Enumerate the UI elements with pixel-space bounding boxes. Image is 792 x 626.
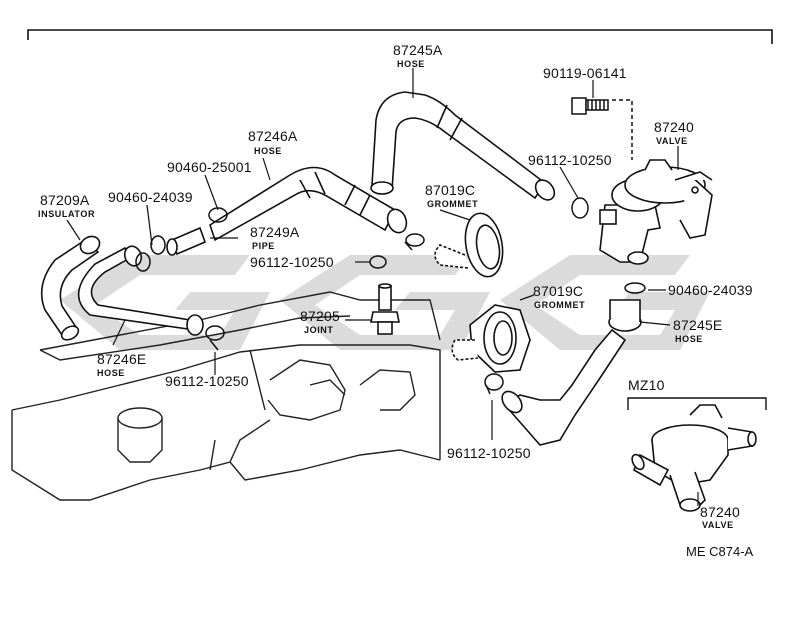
callout-87245A-number: 87245A xyxy=(393,42,443,58)
joint-87205 xyxy=(370,283,400,335)
callout-87205-number: 87205 xyxy=(300,308,340,324)
hose-87246E xyxy=(77,245,204,336)
pipe-87249A xyxy=(166,226,207,256)
callout-87240-name: VALVE xyxy=(656,136,688,146)
valve-87240-inset xyxy=(631,404,757,512)
callout-96112-botleft-number: 96112-10250 xyxy=(165,373,249,389)
callout-87246A-name: HOSE xyxy=(254,146,282,156)
callout-87209A-name: INSULATOR xyxy=(38,209,96,219)
frame-border xyxy=(27,29,773,44)
inset-label: MZ10 xyxy=(628,377,665,393)
valve-87240 xyxy=(599,159,713,265)
callout-87246A-number: 87246A xyxy=(248,128,298,144)
callout-87019C-top-name: GROMMET xyxy=(427,199,479,209)
callout-87245E-name: HOSE xyxy=(675,334,703,344)
leader-lines xyxy=(66,68,699,506)
hose-87245E xyxy=(501,299,642,446)
grommet-87019C-bottom xyxy=(451,304,531,373)
inset-frame xyxy=(627,397,767,410)
engine-block-outline xyxy=(11,291,441,501)
callout-87019C-bottom-number: 87019C xyxy=(533,283,584,299)
callout-96112-botmid-number: 96112-10250 xyxy=(447,445,531,461)
callout-90460-24039-left-number: 90460-24039 xyxy=(108,189,193,205)
callout-96112-mid-number: 96112-10250 xyxy=(250,254,334,270)
callout-90119-number: 90119-06141 xyxy=(543,65,627,81)
hose-87209A-insulator xyxy=(40,235,101,341)
watermark-logo xyxy=(60,255,710,350)
callout-87245E-number: 87245E xyxy=(673,317,723,333)
callout-87246E-number: 87246E xyxy=(97,351,147,367)
callout-90460-25001-number: 90460-25001 xyxy=(167,159,252,175)
callout-87019C-bottom-name: GROMMET xyxy=(534,300,586,310)
hose-87246A xyxy=(209,166,408,242)
callout-87205-name: JOINT xyxy=(304,325,334,335)
figure-reference: ME C874-A xyxy=(686,544,754,559)
grommet-87019C-top xyxy=(434,212,504,278)
callout-87240-inset-name: VALVE xyxy=(702,520,734,530)
callout-90460-24039-right-number: 90460-24039 xyxy=(668,282,753,298)
clamps-left xyxy=(135,207,228,351)
callout-87249A-name: PIPE xyxy=(252,241,275,251)
callout-96112-top-number: 96112-10250 xyxy=(528,152,612,168)
bolt-90119-06141 xyxy=(571,97,633,160)
callout-87245A-name: HOSE xyxy=(397,59,425,69)
callout-87209A-number: 87209A xyxy=(40,192,90,208)
callout-87240-inset-number: 87240 xyxy=(700,504,740,520)
hose-87245A xyxy=(370,91,556,201)
callout-87249A-number: 87249A xyxy=(250,224,300,240)
callout-87240-number: 87240 xyxy=(654,119,694,135)
callout-87019C-top-number: 87019C xyxy=(425,182,476,198)
callout-87246E-name: HOSE xyxy=(97,368,125,378)
